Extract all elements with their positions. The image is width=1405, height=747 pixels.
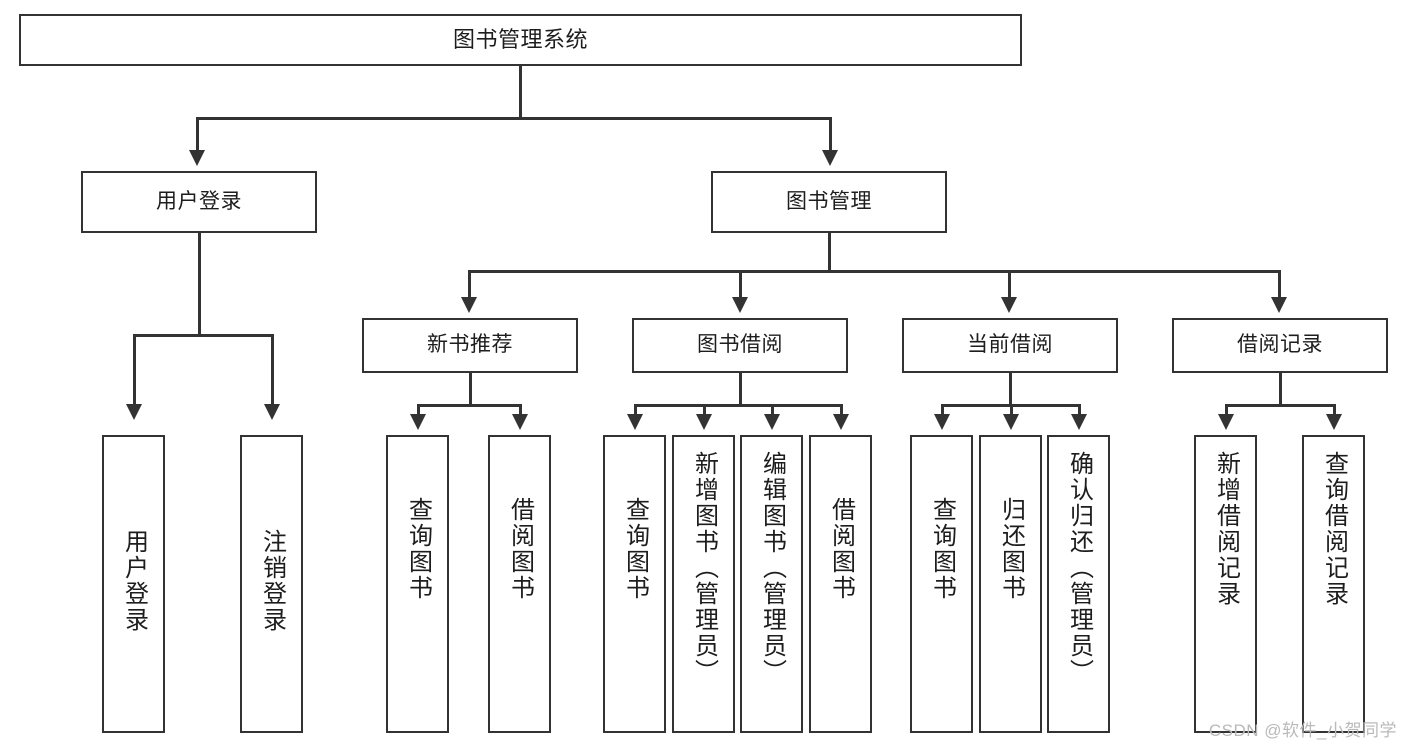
leaf-label: 确认归还（管理员） [1065, 451, 1093, 685]
leaf-user-login[interactable]: 用户登录 [102, 435, 165, 733]
connector-current-borrow-leg-1 [941, 404, 944, 416]
node-root-system[interactable]: 图书管理系统 [19, 14, 1022, 66]
arrowhead-leaf-query-book-1 [410, 414, 426, 430]
node-label: 用户登录 [156, 189, 242, 213]
connector-borrow-record-leg-1 [1225, 404, 1228, 416]
connector-user-login-leg-2 [271, 334, 274, 407]
leaf-label: 查询借阅记录 [1320, 451, 1348, 607]
arrowhead-leaf-user-login [126, 404, 142, 420]
connector-user-login-stem [198, 233, 201, 336]
connector-book-management-stem [828, 233, 831, 272]
connector-current-borrow-stem [1009, 373, 1012, 406]
arrowhead-leaf-query-book-3 [934, 414, 950, 430]
connector-user-login-leg-1 [133, 334, 136, 407]
node-label: 图书管理 [786, 189, 872, 213]
arrowhead-new-book-recommend [461, 297, 477, 313]
connector-book-management-bus [468, 270, 1280, 273]
node-borrow-record[interactable]: 借阅记录 [1172, 318, 1388, 373]
arrowhead-leaf-confirm-return [1071, 414, 1087, 430]
csdn-watermark: CSDN @软件_小贺同学 [1208, 721, 1397, 740]
leaf-edit-book[interactable]: 编辑图书（管理员） [740, 435, 803, 733]
leaf-query-book-2[interactable]: 查询图书 [603, 435, 666, 733]
connector-new-book-stem [469, 373, 472, 406]
leaf-return-book[interactable]: 归还图书 [979, 435, 1042, 733]
node-label: 新书推荐 [427, 333, 513, 357]
leaf-label: 注销登录 [258, 529, 286, 633]
leaf-label: 归还图书 [997, 497, 1025, 601]
arrowhead-user-login [189, 150, 205, 166]
node-label: 图书借阅 [697, 333, 783, 357]
connector-current-borrow-leg-3 [1078, 404, 1081, 416]
connector-borrow-record-leg-2 [1333, 404, 1336, 416]
connector-user-login-bus [133, 334, 274, 337]
leaf-label: 用户登录 [120, 529, 148, 633]
connector-book-borrow-bus [634, 404, 843, 407]
connector-bm-to-new-book [468, 270, 471, 300]
node-current-borrow[interactable]: 当前借阅 [902, 318, 1118, 373]
arrowhead-book-borrow [732, 297, 748, 313]
leaf-query-book-1[interactable]: 查询图书 [386, 435, 449, 733]
leaf-label: 新增图书（管理员） [690, 451, 718, 685]
connector-book-borrow-leg-3 [771, 404, 774, 416]
node-label: 借阅记录 [1237, 333, 1323, 357]
leaf-label: 新增借阅记录 [1212, 451, 1240, 607]
arrowhead-borrow-record [1271, 297, 1287, 313]
leaf-label: 编辑图书（管理员） [758, 451, 786, 685]
connector-bm-to-book-borrow [739, 270, 742, 300]
leaf-label: 查询图书 [621, 497, 649, 601]
node-book-management[interactable]: 图书管理 [711, 171, 947, 233]
arrowhead-leaf-add-book [696, 414, 712, 430]
leaf-label: 借阅图书 [506, 497, 534, 601]
node-label: 当前借阅 [967, 333, 1053, 357]
arrowhead-leaf-add-record [1218, 414, 1234, 430]
arrowhead-leaf-edit-book [764, 414, 780, 430]
leaf-confirm-return[interactable]: 确认归还（管理员） [1047, 435, 1110, 733]
connector-new-book-bus [417, 404, 522, 407]
connector-borrow-record-stem [1279, 373, 1282, 406]
connector-book-borrow-leg-1 [634, 404, 637, 416]
connector-current-borrow-leg-2 [1010, 404, 1013, 416]
arrowhead-leaf-borrow-book-2 [833, 414, 849, 430]
leaf-borrow-book-1[interactable]: 借阅图书 [488, 435, 551, 733]
leaf-label: 查询图书 [404, 497, 432, 601]
connector-new-book-leg-2 [519, 404, 522, 416]
connector-root-to-book-management [829, 117, 832, 153]
connector-book-borrow-leg-2 [703, 404, 706, 416]
connector-borrow-record-bus [1225, 404, 1335, 407]
leaf-add-book[interactable]: 新增图书（管理员） [672, 435, 735, 733]
arrowhead-leaf-query-book-2 [627, 414, 643, 430]
leaf-logout-login[interactable]: 注销登录 [240, 435, 303, 733]
node-label: 图书管理系统 [452, 27, 588, 53]
connector-book-borrow-stem [739, 373, 742, 406]
leaf-add-record[interactable]: 新增借阅记录 [1194, 435, 1257, 733]
arrowhead-leaf-return-book [1003, 414, 1019, 430]
leaf-label: 借阅图书 [827, 497, 855, 601]
connector-book-borrow-leg-4 [840, 404, 843, 416]
leaf-label: 查询图书 [928, 497, 956, 601]
connector-root-stem [519, 66, 522, 119]
arrowhead-book-management [822, 150, 838, 166]
leaf-query-record[interactable]: 查询借阅记录 [1302, 435, 1365, 733]
arrowhead-leaf-logout-login [264, 404, 280, 420]
arrowhead-current-borrow [1001, 297, 1017, 313]
connector-root-to-user-login [196, 117, 199, 153]
connector-root-bus [196, 117, 832, 120]
node-book-borrow[interactable]: 图书借阅 [632, 318, 848, 373]
connector-bm-to-borrow-record [1278, 270, 1281, 300]
arrowhead-leaf-borrow-book-1 [512, 414, 528, 430]
node-user-login[interactable]: 用户登录 [81, 171, 317, 233]
arrowhead-leaf-query-record [1326, 414, 1342, 430]
connector-new-book-leg-1 [417, 404, 420, 416]
node-new-book-recommend[interactable]: 新书推荐 [362, 318, 578, 373]
connector-bm-to-current-borrow [1008, 270, 1011, 300]
leaf-borrow-book-2[interactable]: 借阅图书 [809, 435, 872, 733]
leaf-query-book-3[interactable]: 查询图书 [910, 435, 973, 733]
